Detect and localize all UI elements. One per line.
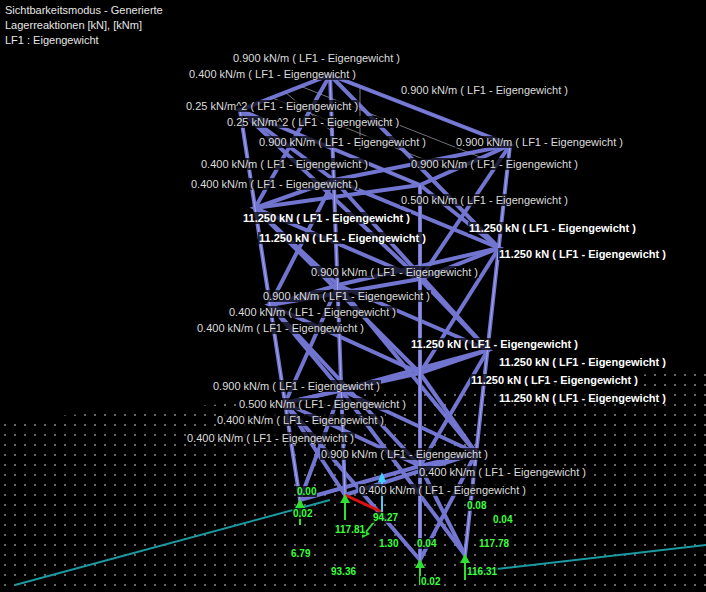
load-label: 0.500 kN/m ( LF1 - Eigengewicht ) — [238, 398, 407, 410]
reaction-value: 93.36 — [330, 566, 357, 577]
ground-grid — [0, 370, 706, 592]
load-label: 0.400 kN/m ( LF1 - Eigengewicht ) — [190, 178, 359, 190]
reaction-value: 117.81 — [334, 524, 366, 535]
axis-line — [470, 545, 706, 572]
point-load-label: 11.250 kN ( LF1 - Eigengewicht ) — [498, 356, 667, 368]
point-load-label: 11.250 kN ( LF1 - Eigengewicht ) — [242, 212, 411, 224]
reaction-value: 0.02 — [292, 508, 313, 519]
load-label: 0.400 kN/m ( LF1 - Eigengewicht ) — [186, 432, 355, 444]
load-label: 0.400 kN/m ( LF1 - Eigengewicht ) — [418, 466, 587, 478]
point-load-label: 11.250 kN ( LF1 - Eigengewicht ) — [470, 374, 639, 386]
load-label: 0.25 kN/m^2 ( LF1 - Eigengewicht ) — [185, 100, 359, 112]
reaction-value: 6.79 — [290, 548, 311, 559]
load-label: 0.900 kN/m ( LF1 - Eigengewicht ) — [310, 266, 479, 278]
reaction-value: 116.31 — [466, 566, 498, 577]
load-label: 0.900 kN/m ( LF1 - Eigengewicht ) — [232, 52, 401, 64]
point-load-label: 11.250 kN ( LF1 - Eigengewicht ) — [258, 232, 427, 244]
reaction-value: 0.00 — [296, 486, 317, 497]
point-load-label: 11.250 kN ( LF1 - Eigengewicht ) — [410, 338, 579, 350]
reaction-value: 0.04 — [416, 538, 437, 549]
load-label: 0.25 kN/m^2 ( LF1 - Eigengewicht ) — [226, 116, 400, 128]
reaction-value: 0.02 — [420, 576, 441, 587]
load-label: 0.400 kN/m ( LF1 - Eigengewicht ) — [196, 322, 365, 334]
header-text: LF1 : Eigengewicht — [4, 34, 100, 46]
point-load-label: 11.250 kN ( LF1 - Eigengewicht ) — [498, 392, 667, 404]
axis-line — [15, 500, 330, 585]
reaction-value: 94.27 — [372, 512, 399, 523]
point-load-label: 11.250 kN ( LF1 - Eigengewicht ) — [468, 222, 637, 234]
load-label: 0.900 kN/m ( LF1 - Eigengewicht ) — [410, 158, 579, 170]
load-label: 0.900 kN/m ( LF1 - Eigengewicht ) — [320, 448, 489, 460]
load-label: 0.400 kN/m ( LF1 - Eigengewicht ) — [358, 484, 527, 496]
selected-member — [345, 495, 382, 512]
point-load-label: 11.250 kN ( LF1 - Eigengewicht ) — [498, 248, 667, 260]
load-label: 0.400 kN/m ( LF1 - Eigengewicht ) — [188, 68, 357, 80]
load-label: 0.400 kN/m ( LF1 - Eigengewicht ) — [200, 158, 369, 170]
reaction-value: 1.30 — [378, 538, 399, 549]
reaction-value: 0.08 — [466, 500, 487, 511]
load-label: 0.400 kN/m ( LF1 - Eigengewicht ) — [216, 414, 385, 426]
header-text: Lagerreaktionen [kN], [kNm] — [4, 19, 143, 31]
load-label: 0.900 kN/m ( LF1 - Eigengewicht ) — [262, 290, 431, 302]
load-label: 0.900 kN/m ( LF1 - Eigengewicht ) — [212, 380, 381, 392]
load-label: 0.900 kN/m ( LF1 - Eigengewicht ) — [400, 84, 569, 96]
load-label: 0.900 kN/m ( LF1 - Eigengewicht ) — [258, 136, 427, 148]
header-text: Sichtbarkeitsmodus - Generierte — [4, 4, 164, 16]
load-label: 0.900 kN/m ( LF1 - Eigengewicht ) — [455, 136, 624, 148]
load-label: 0.500 kN/m ( LF1 - Eigengewicht ) — [400, 194, 569, 206]
load-label: 0.400 kN/m ( LF1 - Eigengewicht ) — [228, 306, 397, 318]
reaction-value: 117.78 — [478, 538, 510, 549]
reaction-value: 0.04 — [492, 514, 513, 525]
